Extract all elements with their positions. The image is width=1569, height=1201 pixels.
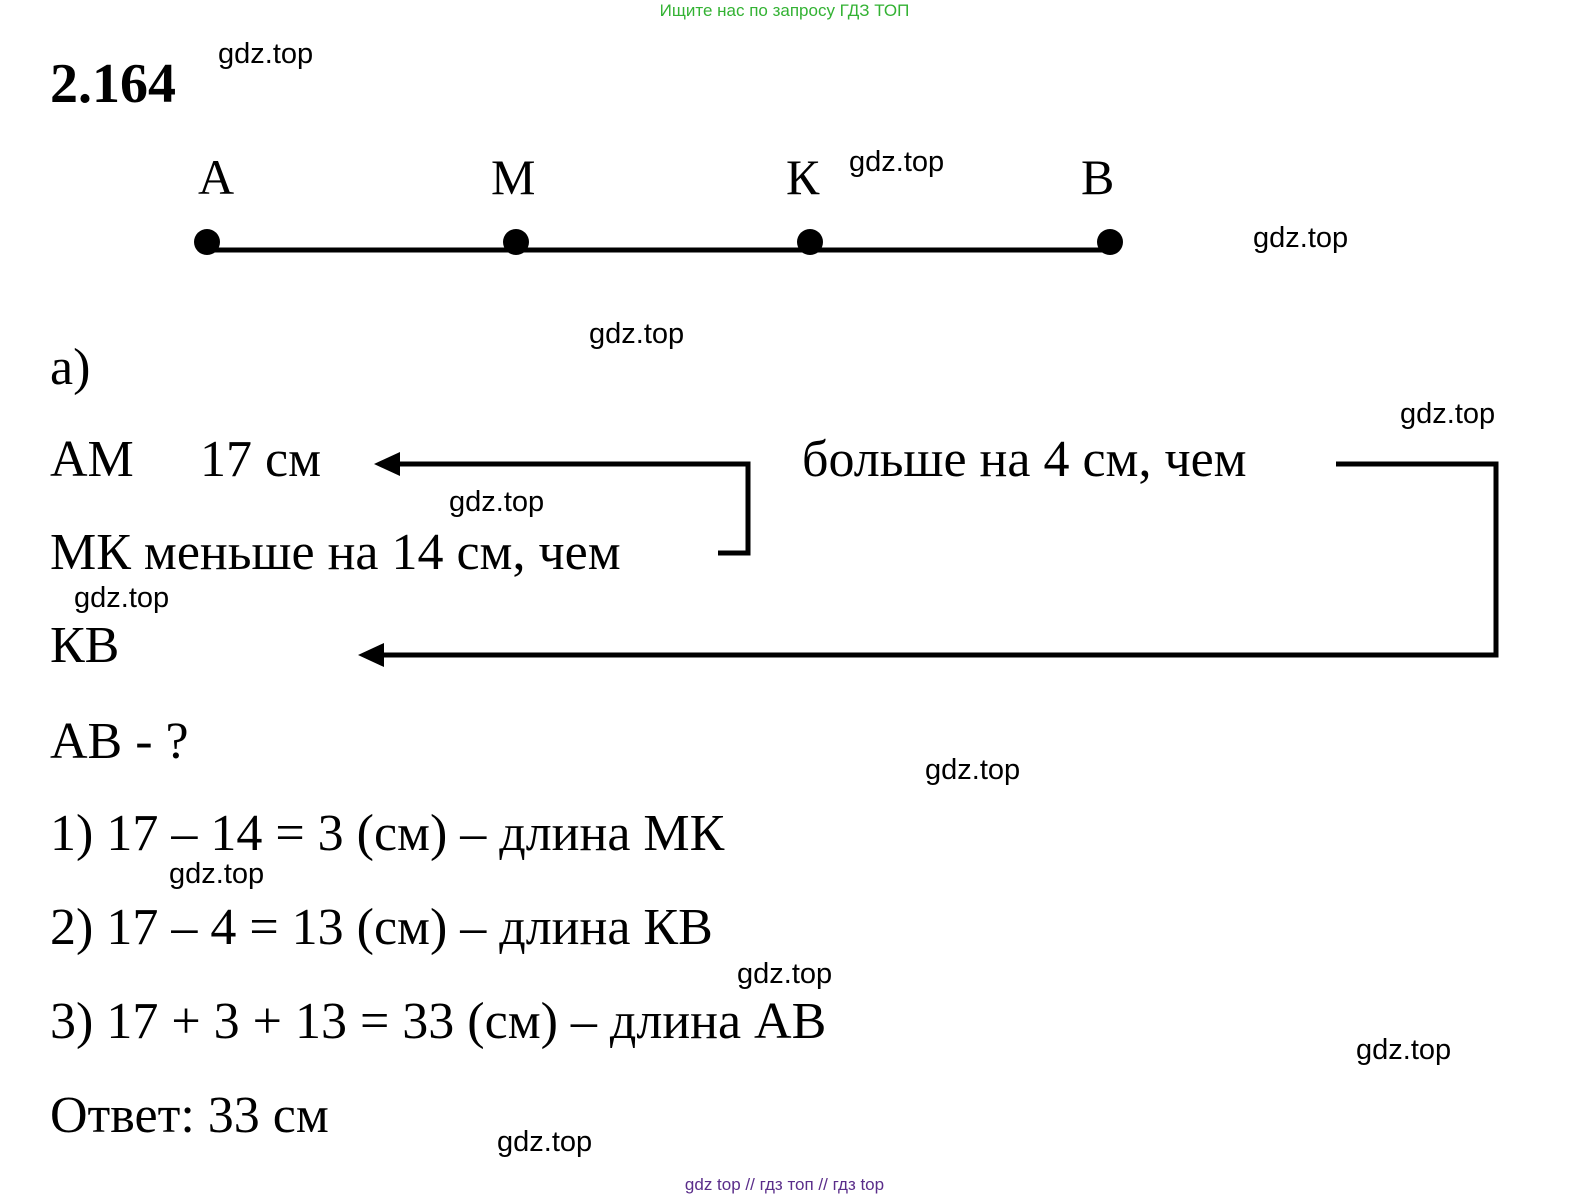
question-text: АВ - ? xyxy=(50,713,189,770)
watermark: gdz.top xyxy=(169,858,265,890)
problem-number: 2.164 xyxy=(50,53,176,115)
point-label-a: A xyxy=(198,149,235,205)
watermark: gdz.top xyxy=(1356,1034,1452,1066)
point-label-k: К xyxy=(786,149,820,205)
arrowhead-kb xyxy=(358,643,384,667)
watermark: gdz.top xyxy=(497,1126,593,1158)
am-label: АМ xyxy=(50,431,134,488)
watermark: gdz.top xyxy=(849,146,945,178)
footer-links[interactable]: gdz top // гдз топ // гдз top xyxy=(684,1175,885,1194)
watermark: gdz.top xyxy=(589,318,685,350)
point-k-dot xyxy=(797,229,823,255)
arrowhead-am xyxy=(374,452,400,476)
point-label-b: B xyxy=(1081,149,1115,205)
solution-step-1: 1) 17 – 14 = 3 (см) – длина МК xyxy=(50,805,725,862)
solution-step-2: 2) 17 – 4 = 13 (см) – длина КВ xyxy=(50,899,713,956)
solution-step-3: 3) 17 + 3 + 13 = 33 (см) – длина АВ xyxy=(50,993,827,1050)
point-label-m: M xyxy=(491,149,536,205)
watermark: gdz.top xyxy=(1400,398,1496,430)
arrow-kb-to-am xyxy=(382,461,1499,658)
watermark: gdz.top xyxy=(449,486,545,518)
watermark: gdz.top xyxy=(218,38,314,70)
watermark: gdz.top xyxy=(925,754,1021,786)
kb-label: КВ xyxy=(50,617,120,674)
answer-text: Ответ: 33 см xyxy=(50,1087,329,1144)
arrow-mk-to-am xyxy=(398,461,751,556)
watermark: gdz.top xyxy=(737,958,833,990)
watermark: gdz.top xyxy=(74,582,170,614)
point-b-dot xyxy=(1097,229,1123,255)
mk-condition-text: МК меньше на 14 см, чем xyxy=(50,524,621,581)
watermark: gdz.top xyxy=(1253,222,1349,254)
part-label: а) xyxy=(50,339,91,396)
point-m-dot xyxy=(503,229,529,255)
am-value: 17 см xyxy=(200,431,321,488)
top-banner[interactable]: Ищите нас по запросу ГДЗ ТОП xyxy=(659,1,910,20)
point-a-dot xyxy=(194,229,220,255)
kb-condition-text: больше на 4 см, чем xyxy=(802,431,1247,488)
